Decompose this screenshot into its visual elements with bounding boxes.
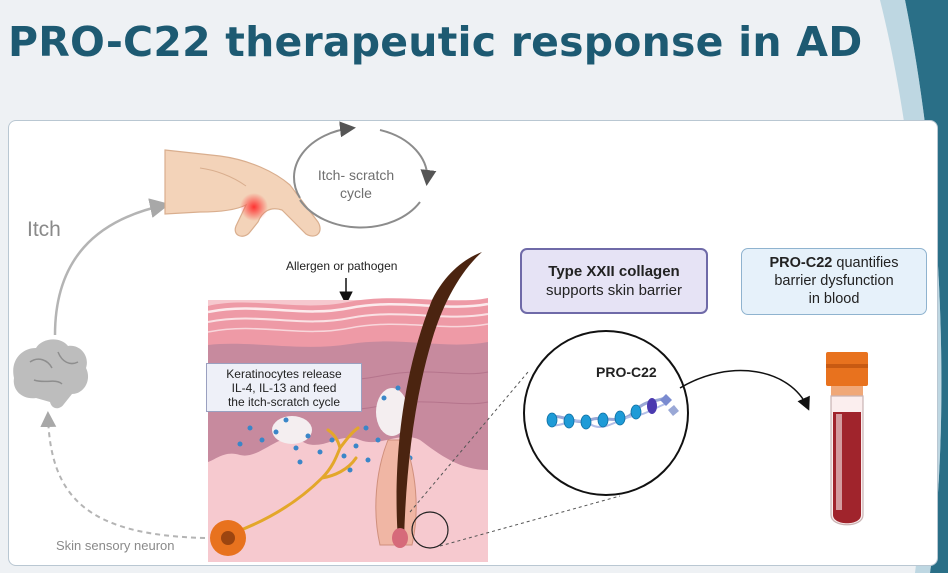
zoom-line-top [409, 371, 529, 513]
allergen-label: Allergen or pathogen [286, 259, 398, 273]
collagen-molecule-icon [546, 394, 679, 430]
page-title: PRO-C22 therapeutic response in AD [8, 18, 863, 66]
proc22-box: PRO-C22 quantifies barrier dysfunction i… [741, 248, 927, 315]
proc22-box-line3: in blood [808, 291, 860, 307]
itch-arrow [53, 198, 170, 336]
itch-scratch-cycle-label: Itch- scratch cycle [317, 167, 395, 201]
hand-icon [164, 149, 321, 237]
proc22-box-line2: barrier dysfunction [774, 273, 894, 289]
blood-tube-icon [826, 352, 868, 526]
zoom-line-bottom [439, 495, 621, 547]
itch-scratch-cycle-icon [293, 121, 437, 229]
itch-label: Itch [27, 218, 61, 241]
brain-icon [13, 339, 89, 409]
neuron-label: Skin sensory neuron [56, 538, 175, 553]
proc22-box-line1: PRO-C22 quantifies [742, 254, 926, 272]
keratinocytes-box: Keratinocytes release IL-4, IL-13 and fe… [206, 363, 362, 412]
to-tube-arrow [679, 369, 810, 411]
collagen-box-text: supports skin barrier [546, 282, 682, 299]
proc22-box-bold: PRO-C22 [769, 255, 833, 271]
neuron-icon [210, 426, 360, 556]
hair-follicle-icon [375, 252, 482, 548]
collagen-box: Type XXII collagen supports skin barrier [520, 248, 708, 314]
zoom-label: PRO-C22 [596, 364, 657, 380]
proc22-box-text1: quantifies [832, 255, 899, 271]
neuron-to-brain-arrow [40, 411, 206, 539]
zoom-circle [523, 330, 689, 496]
collagen-box-title: Type XXII collagen [548, 263, 680, 280]
